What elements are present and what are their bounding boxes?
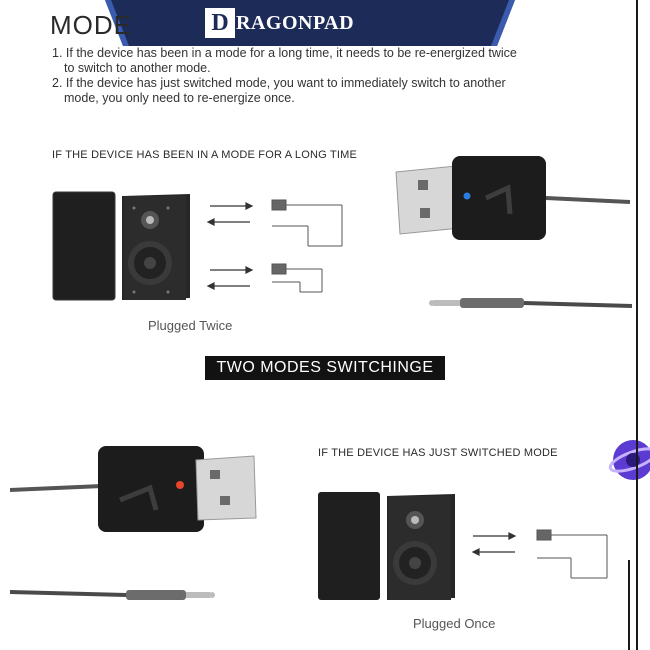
speaker-pair-illustration: [52, 191, 190, 301]
brand-name: RAGONPAD: [236, 11, 355, 34]
planet-ornament-icon: [608, 440, 650, 480]
two-modes-switching-banner: TWO MODES SWITCHINGE: [205, 356, 445, 380]
brand-logo: D RAGONPAD: [205, 6, 354, 40]
plugged-once-caption: Plugged Once: [413, 616, 496, 631]
page-title: MODE: [50, 10, 132, 40]
section2-caption: IF THE DEVICE HAS JUST SWITCHED MODE: [318, 447, 558, 459]
note-line-1: 1. If the device has been in a mode for …: [52, 46, 517, 60]
usb-adapter-red-led: [10, 446, 257, 600]
right-border-line: [636, 0, 638, 650]
usb-adapter-blue-led: [395, 156, 633, 308]
plug-twice-diagram: [206, 199, 343, 293]
note-line-4: mode, you only need to re-energize once.: [64, 91, 295, 105]
section1-caption: IF THE DEVICE HAS BEEN IN A MODE FOR A L…: [52, 149, 358, 161]
plugged-twice-caption: Plugged Twice: [148, 318, 233, 333]
note-line-2: to switch to another mode.: [64, 61, 211, 75]
speaker-pair-illustration-2: [318, 492, 455, 600]
brand-initial: D: [205, 8, 235, 38]
right-border-line-inner: [628, 560, 630, 650]
note-line-3: 2. If the device has just switched mode,…: [52, 76, 506, 90]
plug-once-diagram: [471, 529, 608, 579]
